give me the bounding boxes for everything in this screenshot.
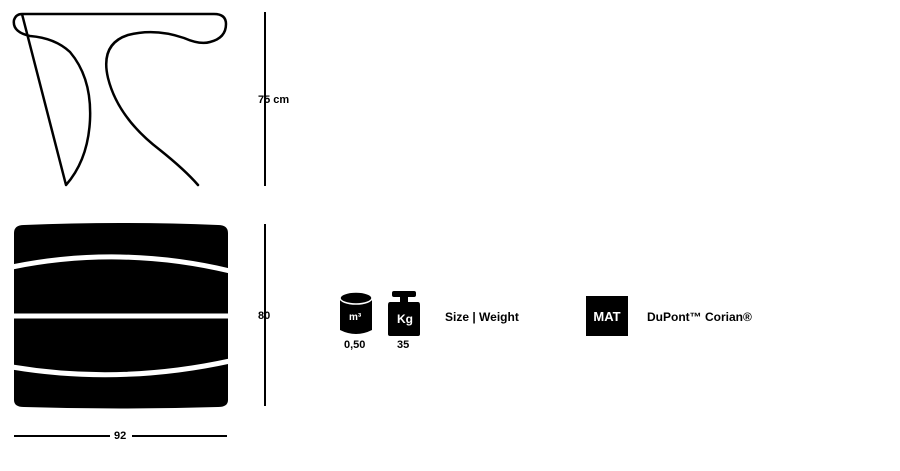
width-dimension-line-right (132, 435, 227, 437)
top-view-curve-2 (11, 358, 231, 378)
size-weight-label: Size | Weight (445, 310, 519, 324)
top-view-curve-1 (11, 254, 231, 274)
weight-icon (388, 291, 420, 336)
weight-value: 35 (397, 339, 410, 351)
top-view-drawing (11, 223, 231, 409)
width-dimension-label: 92 (114, 430, 127, 442)
depth-dimension-label: 80 (258, 310, 271, 322)
height-dimension-label: 75 cm (258, 94, 290, 106)
material-badge: MAT (586, 296, 628, 336)
depth-dimension-line (264, 224, 266, 406)
side-profile-outline (12, 12, 228, 187)
cylinder-icon (339, 291, 373, 334)
side-elevation-drawing (12, 12, 228, 187)
height-dimension-line (264, 12, 266, 186)
volume-unit-label: m³ (349, 312, 362, 323)
volume-value: 0,50 (344, 339, 366, 351)
material-name: DuPont™ Corian® (647, 310, 752, 324)
width-dimension-line-left (14, 435, 110, 437)
weight-unit-label: Kg (397, 312, 413, 326)
